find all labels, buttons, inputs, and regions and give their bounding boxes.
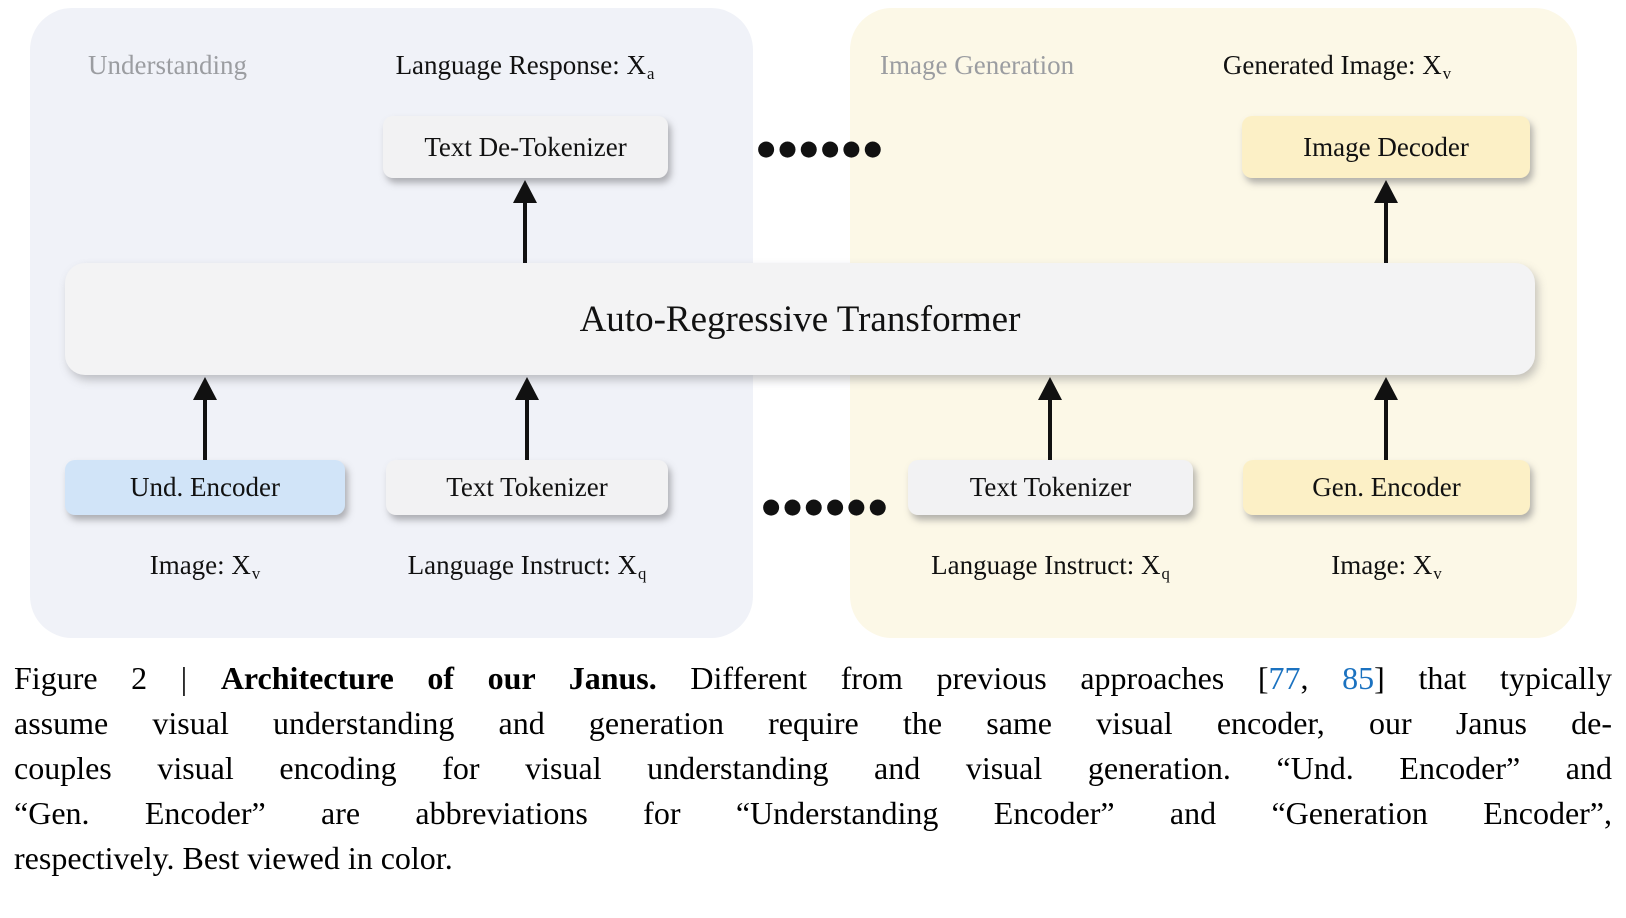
ellipsis-top: ●●●●●● [757, 136, 885, 160]
text-detokenizer-box: Text De-Tokenizer [383, 116, 668, 178]
text-detokenizer-label: Text De-Tokenizer [424, 131, 627, 162]
language-instruct-right-text: Language Instruct: X [931, 550, 1161, 580]
image-input-right-text: Image: X [1331, 550, 1433, 580]
arrowhead-up-icon [1374, 180, 1398, 203]
citation-link-85[interactable]: 85 [1342, 660, 1375, 696]
language-response-subscript: a [647, 63, 655, 83]
arrowhead-up-icon [513, 180, 537, 203]
image-input-left-subscript: v [251, 563, 261, 583]
caption-line-1: Figure 2 | Architecture of our Janus. Di… [14, 656, 1612, 701]
und-encoder-box: Und. Encoder [65, 460, 345, 515]
arrow-und-encoder-to-transformer [193, 377, 217, 460]
generated-image-text: Generated Image: X [1222, 50, 1442, 80]
caption-text: ] that typically [1374, 660, 1613, 696]
text-tokenizer-left-box: Text Tokenizer [386, 460, 668, 515]
text-tokenizer-left-label: Text Tokenizer [446, 472, 608, 502]
language-instruct-left-text: Language Instruct: X [407, 550, 638, 580]
arrow-transformer-to-detokenizer [513, 180, 537, 263]
arrowhead-up-icon [193, 377, 217, 400]
caption-line-5: respectively. Best viewed in color. [14, 840, 453, 876]
ellipsis-bottom: ●●●●●● [762, 494, 890, 518]
language-instruct-right-subscript: q [1161, 563, 1170, 583]
arrowhead-up-icon [1038, 377, 1062, 400]
language-instruct-label-left: Language Instruct: Xq [386, 550, 668, 583]
arrow-line [523, 200, 527, 263]
generated-image-subscript: v [1442, 63, 1452, 83]
citation-separator: , [1300, 660, 1343, 696]
caption-text: Different from previous approaches [ [656, 660, 1269, 696]
understanding-section-label: Understanding [88, 50, 247, 80]
image-input-label-right: Image: Xv [1243, 550, 1530, 583]
language-response-label: Language Response: Xa [330, 50, 720, 83]
arrow-transformer-to-image-decoder [1374, 180, 1398, 263]
image-input-label-left: Image: Xv [65, 550, 345, 583]
gen-encoder-box: Gen. Encoder [1243, 460, 1530, 515]
language-response-text: Language Response: X [395, 50, 646, 80]
auto-regressive-transformer-label: Auto-Regressive Transformer [579, 298, 1021, 340]
arrow-line [525, 397, 529, 460]
language-instruct-label-right: Language Instruct: Xq [908, 550, 1193, 583]
arrowhead-up-icon [515, 377, 539, 400]
arrow-line [1384, 397, 1388, 460]
caption-line-3: couples visual encoding for visual under… [14, 750, 1612, 786]
figure-caption: Figure 2 | Architecture of our Janus. Di… [14, 656, 1612, 881]
image-decoder-label: Image Decoder [1303, 131, 1469, 162]
arrow-line [1048, 397, 1052, 460]
und-encoder-label: Und. Encoder [130, 472, 280, 502]
text-tokenizer-right-label: Text Tokenizer [969, 472, 1132, 502]
image-generation-section-label: Image Generation [880, 50, 1075, 80]
arrow-line [203, 397, 207, 460]
arrowhead-up-icon [1374, 377, 1398, 400]
caption-line-2: assume visual understanding and generati… [14, 705, 1612, 741]
arrow-gen-encoder-to-transformer [1374, 377, 1398, 460]
image-input-left-text: Image: X [149, 550, 251, 580]
arrow-line [1384, 200, 1388, 263]
generated-image-label: Generated Image: Xv [1152, 50, 1522, 83]
citation-link-77[interactable]: 77 [1268, 660, 1301, 696]
caption-figure-number: Figure 2 | [14, 660, 221, 696]
arrow-text-tokenizer-right-to-transformer [1038, 377, 1062, 460]
image-input-right-subscript: v [1433, 563, 1442, 583]
arrow-text-tokenizer-left-to-transformer [515, 377, 539, 460]
caption-line-4: “Gen. Encoder” are abbreviations for “Un… [14, 795, 1612, 831]
language-instruct-left-subscript: q [638, 563, 647, 583]
text-tokenizer-right-box: Text Tokenizer [908, 460, 1193, 515]
auto-regressive-transformer-box: Auto-Regressive Transformer [65, 263, 1535, 375]
image-decoder-box: Image Decoder [1242, 116, 1530, 178]
gen-encoder-label: Gen. Encoder [1312, 472, 1461, 502]
caption-figure-title: Architecture of our Janus. [220, 660, 657, 696]
